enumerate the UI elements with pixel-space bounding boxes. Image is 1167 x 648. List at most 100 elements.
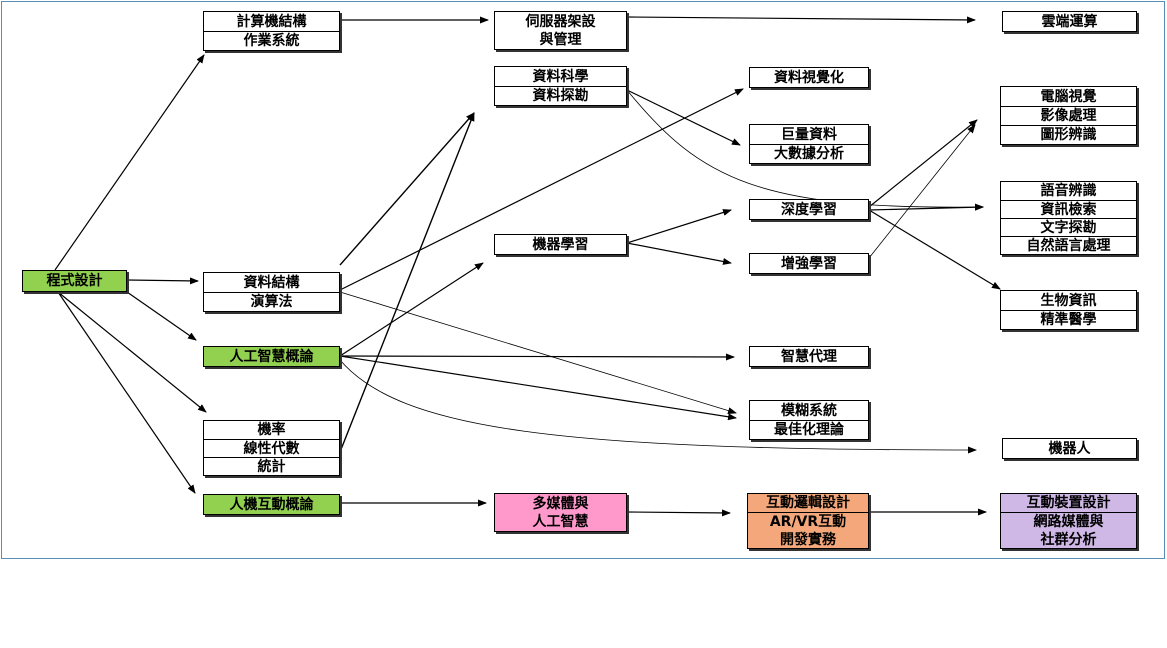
node-big-data: 巨量資料大數據分析 (749, 124, 869, 164)
node-label: 互動邏輯設計 (766, 495, 850, 511)
node-server: 伺服器架設與管理 (494, 11, 627, 50)
connector-arrow (339, 262, 484, 357)
connector-arrow (57, 291, 207, 413)
node-reinforcement: 增強學習 (749, 253, 869, 274)
node-cell: 電腦視覺 (1001, 87, 1136, 106)
node-vision: 電腦視覺影像處理圖形辨識 (1000, 86, 1137, 145)
node-data-science: 資料科學資料探勘 (494, 66, 627, 106)
node-cell: 智慧代理 (750, 347, 868, 366)
connector-arrow (339, 88, 744, 291)
node-cell: 互動邏輯設計 (748, 494, 868, 512)
node-label: 生物資訊 (1040, 292, 1097, 309)
node-robotics: 機器人 (1002, 438, 1137, 459)
node-label: 智慧代理 (781, 348, 837, 365)
node-cell: 計算機結構 (204, 12, 339, 31)
node-label: 統計 (257, 458, 286, 475)
node-cell: 資料視覺化 (750, 68, 868, 87)
node-label: 人工智慧概論 (229, 348, 314, 365)
node-label: 影像處理 (1040, 108, 1097, 124)
connector-arrow (339, 353, 735, 361)
node-cell: 人機互動概論 (204, 495, 339, 514)
node-cell: 巨量資料 (750, 125, 868, 144)
node-cell: 雲端運算 (1003, 12, 1136, 31)
node-label: 社群分析 (1040, 531, 1097, 548)
node-cell: 作業系統 (204, 31, 339, 50)
node-speech: 語音辨識資訊檢索文字探勘自然語言處理 (1000, 181, 1137, 255)
node-label: AR/VR互動 (769, 513, 847, 530)
node-deep-learning: 深度學習 (749, 199, 869, 220)
node-cell: 資訊檢索 (1001, 200, 1136, 218)
node-label: 巨量資料 (781, 126, 837, 143)
node-label: 最佳化理論 (774, 422, 844, 438)
node-cell: 機器人 (1003, 439, 1136, 458)
node-label: 資料結構 (243, 274, 300, 291)
node-cloud: 雲端運算 (1002, 11, 1137, 32)
connector-arrow (626, 509, 731, 517)
node-cell: 線性代數 (204, 439, 339, 457)
node-cell: AR/VR互動開發實務 (748, 512, 868, 548)
connector-arrow (339, 355, 737, 421)
node-label: 網路媒體與 (1033, 513, 1104, 530)
connector-arrow (626, 89, 984, 211)
node-label: 開發實務 (780, 531, 836, 548)
connector-arrow (868, 124, 976, 259)
connector-arrow (339, 291, 737, 415)
connector-arrow (339, 359, 977, 454)
node-cell: 語音辨識 (1001, 182, 1136, 200)
node-cell: 資料結構 (204, 273, 339, 292)
node-label: 機器人 (1048, 440, 1091, 457)
node-cell: 自然語言處理 (1001, 236, 1136, 254)
node-label: 大數據分析 (774, 146, 844, 162)
node-math: 機率線性代數統計 (203, 420, 340, 476)
node-label: 人工智慧 (532, 513, 589, 530)
node-label: 伺服器架設 (525, 13, 596, 30)
connector-arrow (54, 54, 205, 271)
connector-arrow (626, 209, 732, 244)
node-label: 計算機結構 (236, 13, 307, 30)
node-cell: 最佳化理論 (750, 420, 868, 439)
node-label: 與管理 (539, 31, 582, 48)
node-cell: 影像處理 (1001, 106, 1136, 125)
node-label: 多媒體與 (532, 495, 589, 512)
node-cell: 機率 (204, 421, 339, 439)
node-cell: 文字探勘 (1001, 218, 1136, 236)
node-cell: 伺服器架設與管理 (495, 12, 626, 49)
node-label: 資訊檢索 (1040, 201, 1097, 218)
node-label: 機器學習 (532, 236, 589, 253)
node-cell: 程式設計 (23, 271, 126, 291)
node-ai-intro: 人工智慧概論 (203, 346, 340, 367)
node-label: 作業系統 (243, 33, 300, 49)
connector-arrow (126, 277, 199, 285)
node-bioinfo: 生物資訊精準醫學 (1000, 290, 1137, 330)
connector-arrow (626, 89, 741, 146)
node-label: 語音辨識 (1040, 183, 1097, 199)
node-cell: 增強學習 (750, 254, 868, 273)
node-label: 電腦視覺 (1040, 88, 1097, 105)
node-label: 線性代數 (243, 440, 300, 457)
node-programming: 程式設計 (22, 270, 127, 292)
node-cell: 資料科學 (495, 67, 626, 86)
connector-arrow (626, 16, 976, 24)
connector-arrow (57, 291, 196, 494)
node-hci: 人機互動概論 (203, 494, 340, 515)
node-visualization: 資料視覺化 (749, 67, 869, 88)
node-cell: 深度學習 (750, 200, 868, 219)
connector-arrow (126, 291, 197, 341)
node-label: 資料探勘 (532, 88, 589, 104)
node-label: 自然語言處理 (1026, 237, 1111, 254)
node-cell: 網路媒體與社群分析 (1001, 512, 1136, 548)
node-agents: 智慧代理 (749, 346, 869, 367)
node-cell: 統計 (204, 457, 339, 475)
connector-arrow (339, 112, 475, 453)
node-label: 資料科學 (532, 68, 589, 85)
node-fuzzy: 模糊系統最佳化理論 (749, 400, 869, 440)
connector-arrow (339, 112, 475, 266)
node-cell: 互動裝置設計 (1001, 494, 1136, 512)
node-label: 互動裝置設計 (1026, 495, 1111, 511)
node-cell: 模糊系統 (750, 401, 868, 420)
node-cell: 人工智慧概論 (204, 347, 339, 366)
node-machine-learning: 機器學習 (494, 234, 627, 255)
node-label: 深度學習 (781, 201, 837, 218)
